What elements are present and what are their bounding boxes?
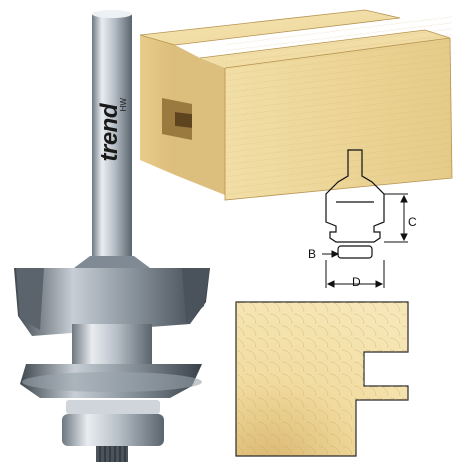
dimension-label-c: C (408, 215, 417, 229)
product-code: HW (119, 98, 128, 112)
dimension-label-b: B (308, 247, 317, 261)
dimension-label-d: D (352, 275, 361, 289)
brand-logo-text: trend (96, 104, 123, 162)
dimension-diagram (322, 149, 408, 288)
wood-block-illustration (139, 9, 453, 201)
router-bit-illustration (14, 10, 210, 462)
wood-profile-section (235, 301, 409, 457)
